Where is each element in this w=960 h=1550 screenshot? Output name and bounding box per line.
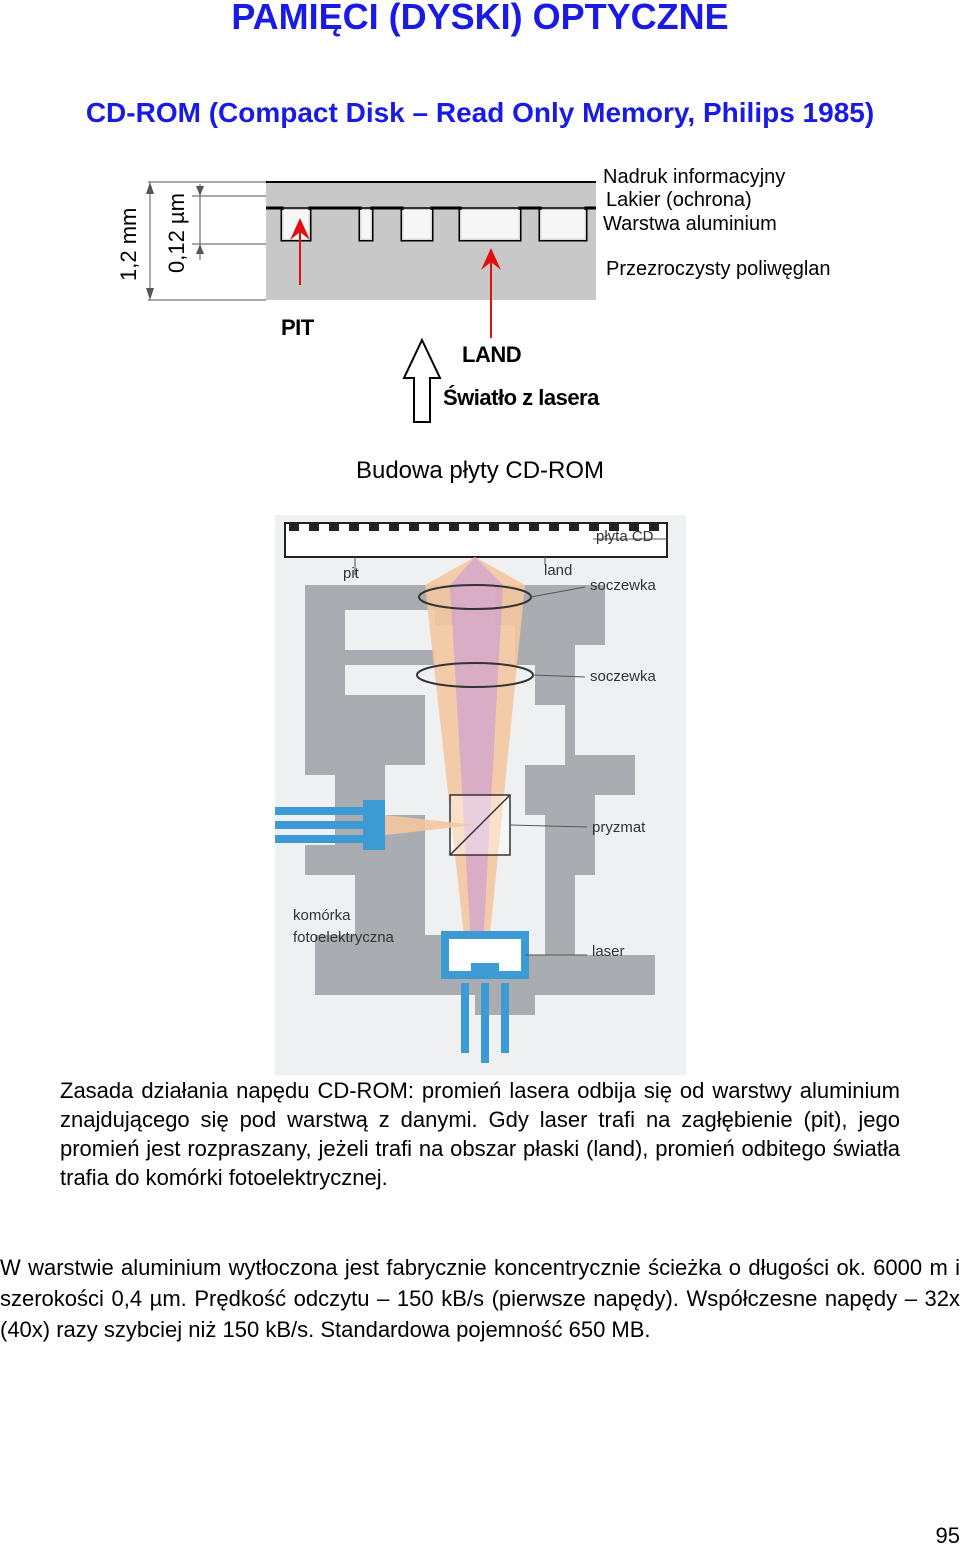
illus-light-beam-inner [450, 557, 503, 945]
illus-label-cell-2: fotoelektryczna [293, 929, 394, 946]
land-label: LAND [462, 342, 522, 367]
page-subtitle: CD-ROM (Compact Disk – Read Only Memory,… [85, 97, 875, 128]
illus-label-laser: laser [592, 943, 625, 960]
illus-label-pit: pit [343, 565, 359, 582]
layer-aluminium-label: Warstwa aluminium [603, 213, 777, 235]
illus-laser-pin-2 [481, 983, 489, 1063]
illus-label-cell-1: komórka [293, 907, 351, 924]
illus-housing-gap-1 [345, 610, 435, 650]
illus-prism-diagonal [449, 794, 511, 856]
illus-label-prism: pryzmat [592, 819, 646, 836]
illus-laser-pin-3 [501, 983, 509, 1053]
illus-side-beam [385, 815, 475, 835]
dim-arrow-layer-bottom [196, 244, 204, 254]
pit-5 [540, 210, 586, 240]
illus-label-land: land [544, 562, 573, 579]
laser-light-label: Światło z lasera [443, 385, 599, 410]
structure-caption: Budowa płyty CD-ROM [355, 457, 605, 484]
pit-arrow-head [290, 218, 310, 240]
illus-laser-pin-1 [461, 983, 469, 1053]
illus-disc-pits [289, 523, 659, 531]
land-arrow-head [481, 248, 501, 270]
cd-drive-illustration [275, 515, 686, 1075]
illus-leader-lens1 [530, 586, 586, 598]
illus-photocell-pin-2 [275, 821, 363, 829]
page-number: 95 [935, 1523, 960, 1548]
dim-layer-label: 0,12 µm [164, 193, 189, 273]
pit-3 [402, 210, 432, 240]
dim-arrow-bottom [146, 288, 154, 300]
illus-photocell-pin-3 [275, 835, 363, 843]
illus-housing [305, 585, 655, 1015]
dim-total-label: 1,2 mm [116, 207, 141, 281]
paragraph-specs: W warstwie aluminium wytłoczona jest fab… [0, 1255, 960, 1342]
paragraph-principle: Zasada działania napędu CD-ROM: promień … [60, 1078, 900, 1190]
layer-polycarbonate-label: Przezroczysty poliwęglan [606, 258, 831, 280]
illus-label-lens2: soczewka [590, 668, 656, 685]
pit-label: PIT [281, 315, 314, 340]
illus-laser-diode [471, 963, 499, 975]
illus-photocell-pin-1 [275, 807, 363, 815]
pit-2 [360, 210, 372, 240]
illus-photocell [363, 800, 385, 850]
cd-structure-diagram [146, 181, 596, 423]
illus-label-disc: płyta CD [596, 528, 654, 545]
layer-print-label: Nadruk informacyjny [603, 166, 786, 188]
page-title: PAMIĘCI (DYSKI) OPTYCZNE [231, 0, 729, 37]
pit-4 [460, 210, 520, 240]
layer-lacquer-label: Lakier (ochrona) [606, 189, 752, 211]
dim-arrow-top [146, 182, 154, 194]
illus-leader-prism [509, 824, 588, 828]
laser-light-arrow [402, 337, 442, 423]
illus-label-lens1: soczewka [590, 577, 656, 594]
dim-arrow-layer-top [196, 186, 204, 196]
illus-leader-lens2 [532, 674, 586, 678]
